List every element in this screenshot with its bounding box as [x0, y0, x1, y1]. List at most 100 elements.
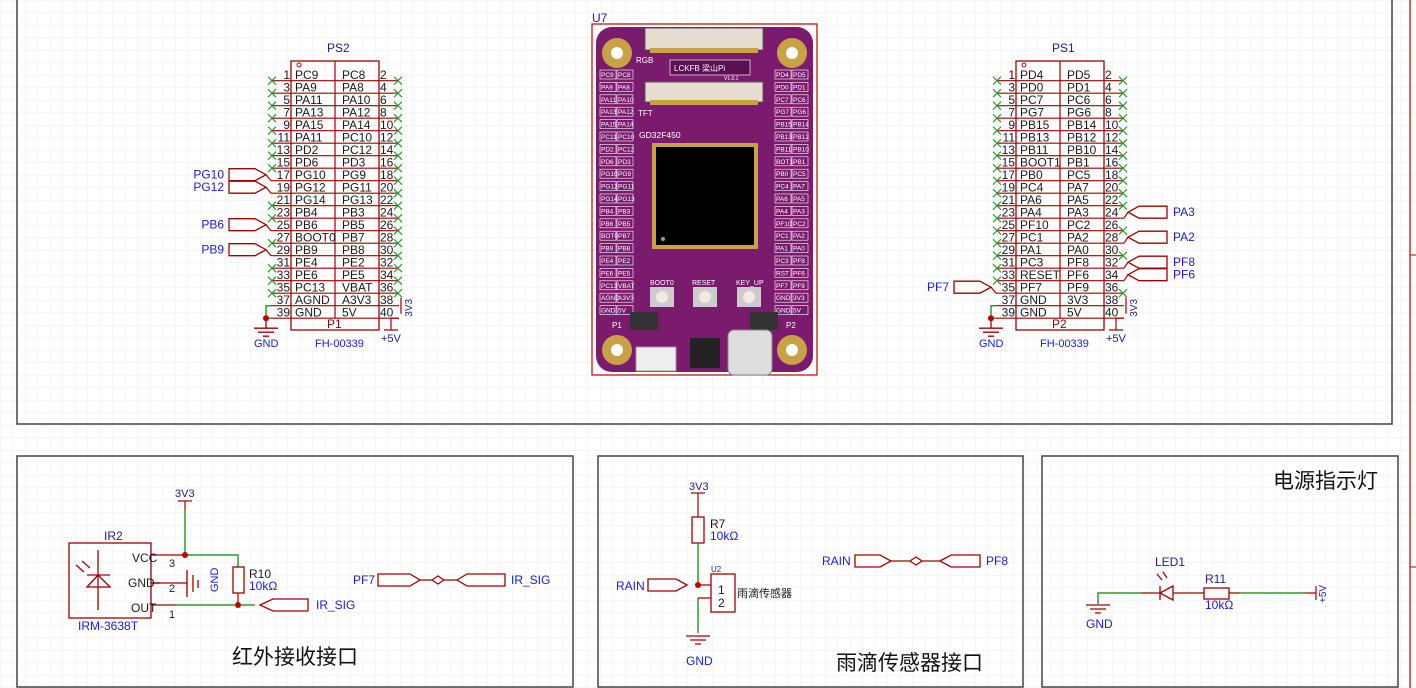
board-pin-label: 5V: [618, 308, 627, 315]
board-pin-cell: [616, 119, 634, 129]
board-pin-label: PA3: [793, 208, 805, 215]
ir-panel-title: 红外接收接口: [232, 645, 358, 669]
board-pin-label: PA6: [776, 196, 788, 203]
pin-number: 20: [380, 181, 394, 195]
pin-label: PB9: [295, 243, 318, 257]
pin-label: PE4: [295, 256, 318, 270]
connector-ref: PS1: [1052, 41, 1075, 55]
board-pin-label: PA4: [776, 208, 788, 215]
pin-label: PA11: [295, 131, 323, 145]
pin-label: PG13: [342, 193, 373, 207]
pin-number: 16: [1105, 156, 1119, 170]
board-pin-label: PE5: [618, 270, 631, 277]
net-flag: [953, 280, 993, 294]
pin-number: 23: [277, 206, 291, 220]
pin-label: PD4: [1020, 68, 1044, 82]
board-pin-cell: [616, 230, 634, 241]
board-pin-cell: [791, 181, 809, 191]
pin-label: PA2: [1067, 231, 1089, 245]
top-sheet-frame: [16, 0, 1393, 425]
board-pin-cell: [616, 94, 634, 105]
pin-num-1: 1: [169, 609, 175, 621]
no-connect-icon: [267, 263, 277, 273]
power-3v3-label: 3V3: [1129, 298, 1140, 316]
no-connect-icon: [393, 176, 403, 186]
board-pin-label: PA12: [618, 109, 634, 116]
regulator: [690, 338, 720, 368]
board-pin-cell: [616, 144, 634, 154]
board-pin-label: PB11: [776, 146, 792, 153]
pin-number: 32: [1105, 256, 1119, 270]
rgb-connector-pins: [650, 48, 758, 53]
pin-number: 29: [1002, 243, 1016, 257]
board-pin-label: 3V3: [793, 295, 805, 302]
pin-label: PD1: [1067, 81, 1091, 95]
board-pin-label: PA2: [793, 233, 805, 240]
pin-label: RESET: [1020, 268, 1061, 282]
no-connect-icon: [1118, 138, 1128, 148]
pin-number: 5: [283, 93, 290, 107]
rain-panel-title: 雨滴传感器接口: [836, 651, 983, 675]
power-5v-label: +5V: [381, 333, 402, 345]
pin-out: OUT: [131, 601, 157, 615]
pin-number: 17: [1002, 168, 1016, 182]
pin-label: PD0: [1020, 81, 1044, 95]
no-connect-icon: [1118, 226, 1128, 236]
no-connect-icon: [267, 288, 277, 298]
board-pin-label: PB13: [776, 134, 792, 141]
ground-icon: [185, 570, 199, 597]
no-connect-icon: [1118, 113, 1128, 123]
pin-label: PF7: [1020, 281, 1042, 295]
board-pin-cell: [599, 193, 617, 204]
board-pin-cell: [791, 119, 809, 129]
pin-label: GND: [295, 306, 322, 320]
board-pin-label: PC10: [618, 134, 635, 141]
board-pin-cell: [774, 305, 792, 315]
boot0-label: BOOT0: [650, 280, 674, 287]
pin-label: PB10: [1067, 143, 1097, 157]
board-pin-cell: [599, 218, 617, 229]
no-connect-icon: [1118, 151, 1128, 161]
board-pin-cell: [774, 230, 792, 241]
board-pin-label: PB0: [776, 171, 789, 178]
board-pin-label: PA14: [618, 122, 634, 129]
board-pin-label: PC6: [793, 97, 806, 104]
net-label: PA2: [1173, 230, 1195, 244]
connector-part: FH-00339: [315, 338, 364, 350]
no-connect-icon: [1118, 163, 1128, 173]
pin-label: GND: [1020, 306, 1047, 320]
board-pin-cell: [791, 144, 809, 154]
pin-label: PB3: [342, 206, 365, 220]
power-5v-icon: [384, 317, 399, 331]
board-pin-cell: [599, 69, 617, 80]
board-pin-cell: [599, 230, 617, 241]
pin-label: PF6: [1067, 268, 1089, 282]
no-connect-icon: [1118, 288, 1128, 298]
pin-label: PE2: [342, 256, 365, 270]
pin-label: PA10: [342, 93, 371, 107]
no-connect-icon: [267, 276, 277, 286]
board-pin-label: PD4: [776, 72, 789, 79]
board-pin-cell: [774, 131, 792, 142]
board-pin-cell: [616, 243, 634, 253]
board-pin-cell: [616, 218, 634, 229]
ground-icon: [254, 318, 278, 337]
pin-number: 4: [1105, 81, 1112, 95]
no-connect-icon: [992, 188, 1002, 198]
board-pin-label: RST: [776, 270, 789, 277]
pin-number: 39: [277, 306, 291, 320]
pin-number: 6: [380, 93, 387, 107]
connector-name: P2: [1052, 317, 1067, 331]
pin-label: PA9: [295, 81, 317, 95]
pin-number: 6: [1105, 93, 1112, 107]
led-panel-title: 电源指示灯: [1273, 469, 1378, 493]
net-flag: [1126, 205, 1168, 219]
board-pin-label: PB12: [793, 134, 809, 141]
pin-label: PB11: [1020, 143, 1049, 157]
led-panel-frame: [1041, 455, 1399, 688]
board-pin-label: PG7: [776, 109, 789, 116]
ir-power-label: 3V3: [175, 488, 195, 500]
board-pin-cell: [774, 106, 792, 117]
p1-label: P1: [612, 321, 622, 330]
